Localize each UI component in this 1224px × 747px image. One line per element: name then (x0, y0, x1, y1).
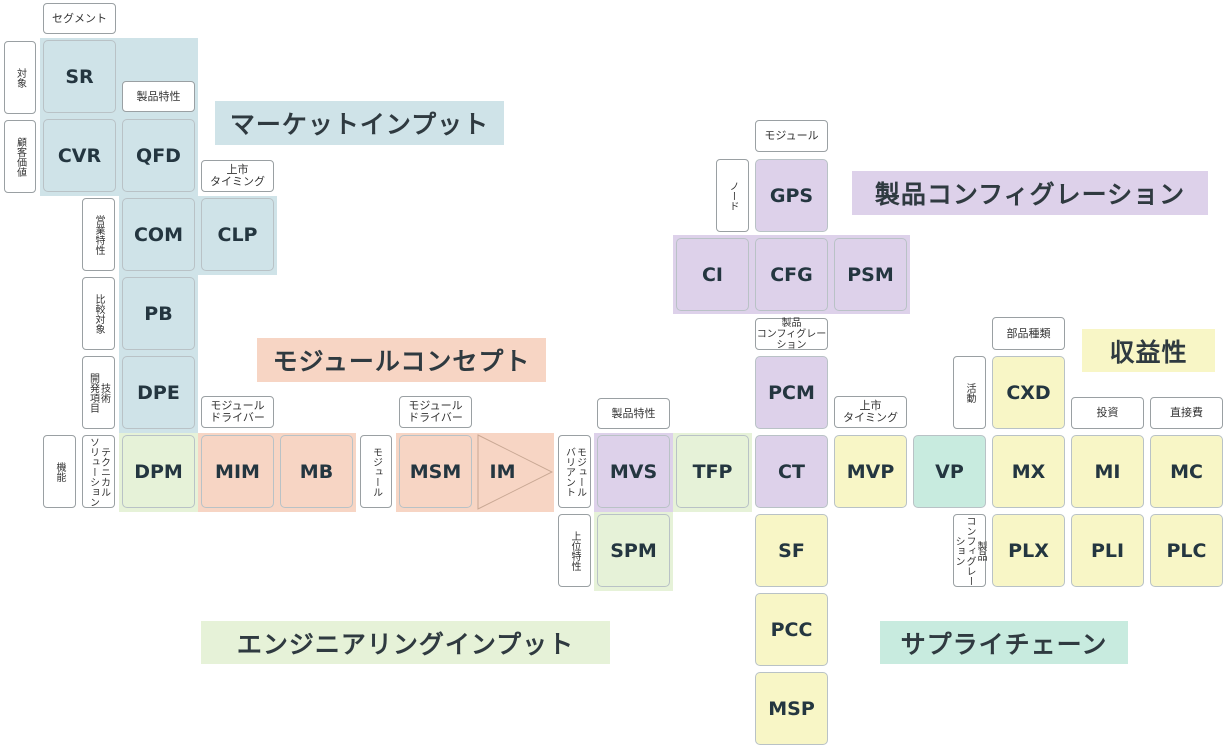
label-upper-char: 上位特性 (558, 514, 591, 587)
label-customer-value: 顧客価値 (4, 120, 36, 193)
cell-cfg[interactable]: CFG (755, 238, 828, 311)
label-node: ノード (716, 159, 749, 232)
cell-dpm[interactable]: DPM (122, 435, 195, 508)
label-activity: 活動 (953, 356, 986, 429)
label-launch-timing-2: 上市 タイミング (834, 396, 907, 428)
cell-mb[interactable]: MB (280, 435, 353, 508)
cell-im[interactable]: IM (489, 460, 516, 483)
cell-qfd[interactable]: QFD (122, 119, 195, 192)
cell-cvr[interactable]: CVR (43, 119, 116, 192)
cell-ct[interactable]: CT (755, 435, 828, 508)
title-supply-chain: サプライチェーン (880, 621, 1128, 664)
label-part-types: 部品種類 (992, 317, 1065, 350)
label-module-driver-2: モジュール ドライバー (399, 396, 472, 428)
label-module-driver-1: モジュール ドライバー (201, 396, 274, 428)
cell-msm[interactable]: MSM (399, 435, 472, 508)
im-arrow (477, 434, 553, 510)
cell-mvp[interactable]: MVP (834, 435, 907, 508)
title-market-input: マーケットインプット (215, 101, 504, 145)
label-direct-cost: 直接費 (1150, 397, 1223, 429)
cell-tfp[interactable]: TFP (676, 435, 749, 508)
title-profitability: 収益性 (1082, 329, 1215, 372)
cell-mx[interactable]: MX (992, 435, 1065, 508)
label-module-top: モジュール (755, 120, 828, 152)
cell-mim[interactable]: MIM (201, 435, 274, 508)
label-product-config-small: 製品 コンフィグレーション (755, 317, 828, 351)
label-module-variant: モジュール バリアント (558, 435, 591, 508)
cell-msp[interactable]: MSP (755, 672, 828, 745)
label-investment: 投資 (1071, 397, 1144, 429)
label-product-char-2: 製品特性 (597, 398, 670, 429)
label-sales-char: 営業特性 (82, 198, 115, 271)
cell-ci[interactable]: CI (676, 238, 749, 311)
cell-vp[interactable]: VP (913, 435, 986, 508)
label-comparison-target: 比較対象 (82, 277, 115, 350)
cell-clp[interactable]: CLP (201, 198, 274, 271)
cell-sr[interactable]: SR (43, 40, 116, 113)
cell-cxd[interactable]: CXD (992, 356, 1065, 429)
cell-sf[interactable]: SF (755, 514, 828, 587)
cell-spm[interactable]: SPM (597, 514, 670, 587)
label-product-config-small-2: 製品 コンフィグレーション (953, 514, 986, 587)
cell-dpe[interactable]: DPE (122, 356, 195, 429)
cell-plc[interactable]: PLC (1150, 514, 1223, 587)
label-launch-timing-1: 上市 タイミング (201, 160, 274, 192)
cell-mi[interactable]: MI (1071, 435, 1144, 508)
cell-pli[interactable]: PLI (1071, 514, 1144, 587)
cell-pb[interactable]: PB (122, 277, 195, 350)
label-tech-solution: テクニカル ソリューション (82, 435, 115, 508)
label-function: 機能 (43, 435, 76, 508)
label-module: モジュール (360, 435, 392, 508)
title-engineering-input: エンジニアリングインプット (201, 621, 610, 664)
cell-pcc[interactable]: PCC (755, 593, 828, 666)
title-product-config: 製品コンフィグレーション (852, 171, 1208, 215)
label-target: 対象 (4, 41, 36, 114)
cell-pcm[interactable]: PCM (755, 356, 828, 429)
cell-gps[interactable]: GPS (755, 159, 828, 232)
label-tech-dev-items: 技術 開発項目 (82, 356, 115, 429)
label-segment: セグメント (43, 3, 116, 34)
cell-mc[interactable]: MC (1150, 435, 1223, 508)
cell-plx[interactable]: PLX (992, 514, 1065, 587)
title-module-concept: モジュールコンセプト (257, 338, 546, 382)
cell-com[interactable]: COM (122, 198, 195, 271)
label-product-char-1: 製品特性 (122, 81, 195, 112)
cell-psm[interactable]: PSM (834, 238, 907, 311)
cell-mvs[interactable]: MVS (597, 435, 670, 508)
